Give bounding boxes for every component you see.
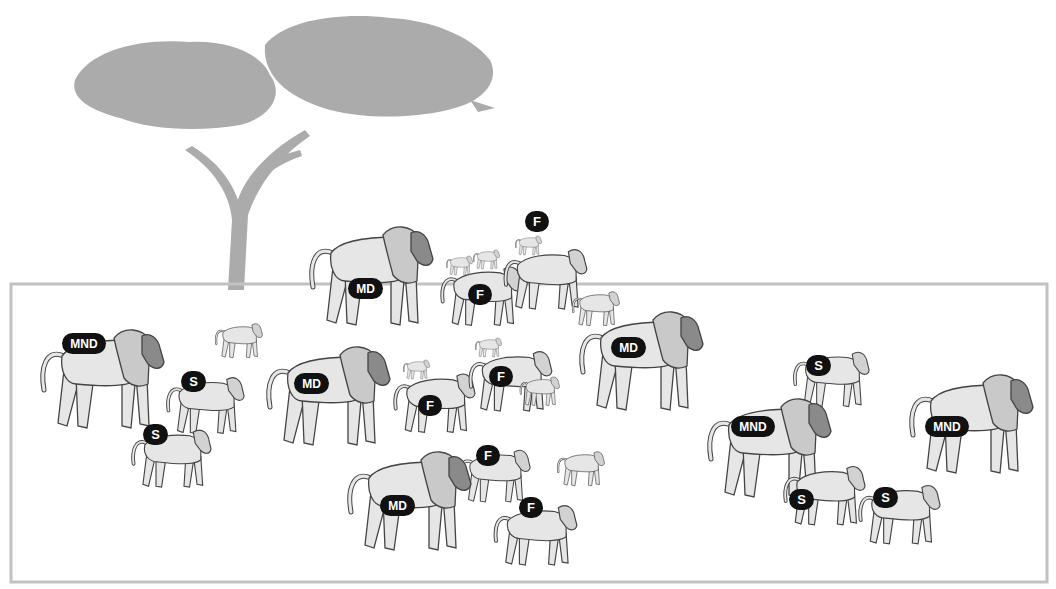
category-code: F [426, 399, 434, 412]
group-label: S [789, 489, 814, 510]
category-code: F [533, 215, 541, 228]
group-label: F [519, 497, 543, 518]
group-label: MND [731, 416, 775, 437]
group-label: F [418, 395, 442, 416]
category-code: S [151, 428, 160, 441]
group-label: F [476, 445, 500, 466]
category-code: MD [356, 283, 375, 295]
category-code: F [497, 370, 505, 383]
category-code: F [527, 501, 535, 514]
category-code: MD [388, 500, 407, 512]
group-label: F [468, 284, 492, 305]
group-label: S [806, 355, 831, 376]
category-code: S [797, 493, 806, 506]
category-code: MND [70, 338, 97, 350]
group-label: MD [348, 278, 383, 299]
category-code: MND [933, 421, 960, 433]
category-code: MND [739, 421, 766, 433]
group-label: S [143, 424, 168, 445]
baboons [43, 227, 1033, 565]
group-label: MND [925, 416, 969, 437]
group-label: S [181, 371, 206, 392]
category-code: MD [302, 378, 321, 390]
category-code: S [814, 359, 823, 372]
group-label: MD [611, 337, 646, 358]
group-label: MD [380, 495, 415, 516]
category-code: S [881, 491, 890, 504]
category-code: S [189, 375, 198, 388]
category-code: MD [619, 342, 638, 354]
group-label: F [525, 211, 549, 232]
group-label: F [489, 366, 513, 387]
group-label: MD [294, 373, 329, 394]
category-code: F [484, 449, 492, 462]
group-label: S [873, 487, 898, 508]
category-code: F [476, 288, 484, 301]
habitat-frame [11, 284, 1047, 582]
group-label: MND [62, 333, 106, 354]
acacia-tree [74, 16, 495, 290]
